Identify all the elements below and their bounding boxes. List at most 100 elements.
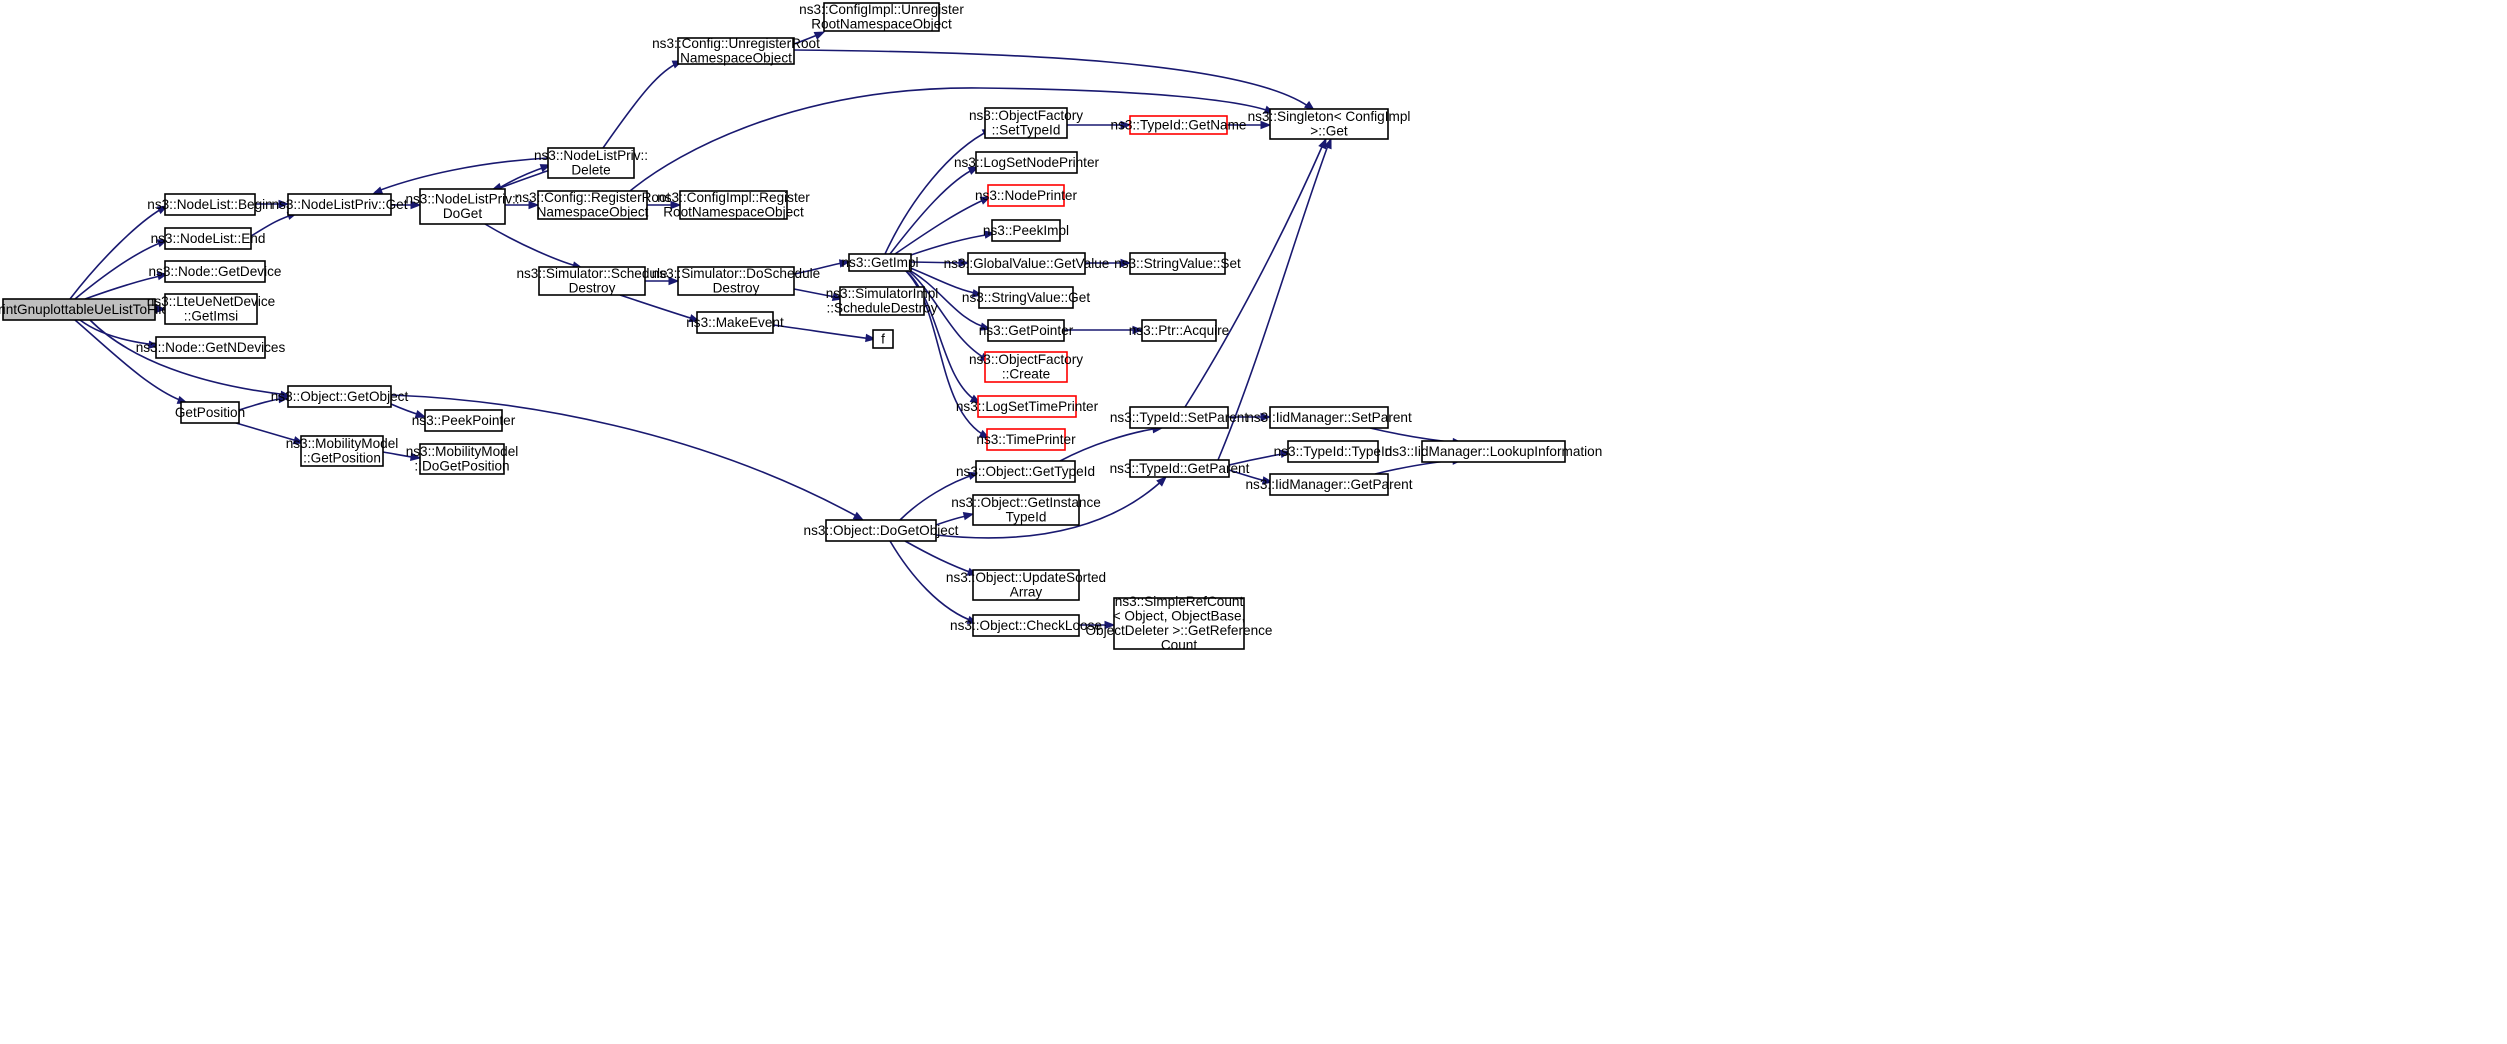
node-label: ::Create xyxy=(1002,367,1050,382)
node-stringvalue-set[interactable]: ns3::StringValue::Set xyxy=(1114,252,1241,275)
edge-line xyxy=(1217,139,1331,461)
node-box xyxy=(424,409,503,432)
arrowhead xyxy=(410,452,422,461)
node-box xyxy=(839,286,925,316)
node-configimpl-unregister[interactable]: ns3::ConfigImpl::UnregisterRootNamespace… xyxy=(799,2,964,32)
node-label: ns3::MobilityModel xyxy=(406,444,519,459)
node-nodelistpriv-doget[interactable]: ns3::NodeListPriv::DoGet xyxy=(405,188,520,225)
node-object-gettypeid[interactable]: ns3::Object::GetTypeId xyxy=(956,460,1095,483)
node-sim-scheduledestroy[interactable]: ns3::Simulator::ScheduleDestroy xyxy=(516,266,668,296)
node-globalvalue-getvalue[interactable]: ns3::GlobalValue::GetValue xyxy=(944,252,1110,275)
node-nodelist-end[interactable]: ns3::NodeList::End xyxy=(151,227,266,250)
node-box xyxy=(986,428,1066,451)
node-label: ::DoGetPosition xyxy=(414,459,509,474)
node-node-getdevice[interactable]: ns3::Node::GetDevice xyxy=(149,260,282,283)
node-label: ns3::StringValue::Get xyxy=(962,290,1090,305)
node-box xyxy=(1129,406,1229,429)
node-typeid-getname[interactable]: ns3::TypeId::GetName xyxy=(1110,115,1247,135)
call-edge-object_dogetobject-to-object_getinstancetypeid xyxy=(935,512,975,526)
node-simimpl-scheduledestroy[interactable]: ns3::SimulatorImpl::ScheduleDestroy xyxy=(826,286,939,316)
node-nodeprinter[interactable]: ns3::NodePrinter xyxy=(975,184,1077,207)
node-simplerefcount[interactable]: ns3::SimpleRefCount< Object, ObjectBase,… xyxy=(1085,594,1272,653)
node-iidmanager-setparent[interactable]: ns3::IidManager::SetParent xyxy=(1246,406,1412,429)
node-mobility-getposition[interactable]: ns3::MobilityModel::GetPosition xyxy=(286,435,399,467)
node-label: ns3::LogSetTimePrinter xyxy=(956,399,1099,414)
node-f[interactable]: f xyxy=(872,329,894,349)
node-stringvalue-get[interactable]: ns3::StringValue::Get xyxy=(962,286,1090,309)
call-edge-object_dogetobject-to-typeid_getparent xyxy=(935,476,1168,539)
node-box xyxy=(677,37,795,65)
node-iidmanager-lookupinformation[interactable]: ns3::IidManager::LookupInformation xyxy=(1385,440,1603,463)
function-nodes: PrintGnuplottableUeListToFile ns3::NodeLi… xyxy=(0,2,1602,653)
node-timeprinter[interactable]: ns3::TimePrinter xyxy=(976,428,1076,451)
node-label: ObjectDeleter >::GetReference xyxy=(1085,623,1272,638)
edge-line xyxy=(772,324,874,340)
node-label: ns3::Config::RegisterRoot xyxy=(515,190,671,205)
node-root: PrintGnuplottableUeListToFile xyxy=(0,298,169,321)
node-node-getndevices[interactable]: ns3::Node::GetNDevices xyxy=(136,336,286,359)
node-logsettimeprinter[interactable]: ns3::LogSetTimePrinter xyxy=(956,395,1099,418)
node-label: ns3::IidManager::GetParent xyxy=(1246,477,1413,492)
node-typeid-typeid[interactable]: ns3::TypeId::TypeId xyxy=(1274,440,1393,463)
call-edge-config_register-to-singleton_get xyxy=(629,87,1276,192)
node-objfactory-settypeid[interactable]: ns3::ObjectFactory::SetTypeId xyxy=(969,107,1083,139)
node-object-dogetobject[interactable]: ns3::Object::DoGetObject xyxy=(804,519,959,542)
arrowhead xyxy=(813,31,826,40)
call-edge-root-to-lteue_getimsi xyxy=(155,304,167,314)
edge-line xyxy=(884,129,991,255)
node-label: ns3::NodeListPriv:: xyxy=(534,148,648,163)
node-lteue-getimsi[interactable]: ns3::LteUeNetDevice::GetImsi xyxy=(147,293,275,325)
call-edge-makeevent-to-f xyxy=(772,324,877,343)
node-getpointer[interactable]: ns3::GetPointer xyxy=(979,319,1074,342)
node-getposition[interactable]: GetPosition xyxy=(175,401,245,424)
node-typeid-setparent[interactable]: ns3::TypeId::SetParent xyxy=(1110,406,1249,429)
node-iidmanager-getparent[interactable]: ns3::IidManager::GetParent xyxy=(1246,473,1413,496)
call-edge-nodelistpriv_doget-to-config_register xyxy=(505,200,540,210)
node-object-getobject[interactable]: ns3::Object::GetObject xyxy=(271,385,409,408)
node-nodelistpriv-delete[interactable]: ns3::NodeListPriv::Delete xyxy=(534,147,648,179)
node-label: ns3::PeekImpl xyxy=(983,223,1069,238)
arrowhead xyxy=(1132,325,1144,335)
node-label: ns3::TypeId::GetName xyxy=(1110,117,1246,132)
node-config-unregister[interactable]: ns3::Config::UnregisterRootNamespaceObje… xyxy=(652,36,820,66)
node-label: ns3::IidManager::SetParent xyxy=(1246,410,1412,425)
node-makeevent[interactable]: ns3::MakeEvent xyxy=(686,311,784,334)
arrowhead xyxy=(278,199,290,209)
node-box xyxy=(287,385,392,408)
node-ptr-acquire[interactable]: ns3::Ptr::Acquire xyxy=(1129,319,1230,342)
node-peekpointer[interactable]: ns3::PeekPointer xyxy=(412,409,516,432)
edge-line xyxy=(1184,139,1326,408)
arrowhead xyxy=(1323,137,1332,150)
node-mobility-dogetposition[interactable]: ns3::MobilityModel::DoGetPosition xyxy=(406,443,519,475)
node-box xyxy=(164,227,252,250)
node-box xyxy=(1287,440,1379,463)
node-label: ns3::PeekPointer xyxy=(412,413,516,428)
node-objfactory-create[interactable]: ns3::ObjectFactory::Create xyxy=(969,351,1083,383)
node-box xyxy=(1129,459,1230,478)
arrowhead xyxy=(414,409,427,419)
node-object-checkloose[interactable]: ns3::Object::CheckLoose xyxy=(950,614,1102,637)
node-label: Count xyxy=(1161,638,1197,653)
arrowhead xyxy=(670,200,682,210)
node-label: NamespaceObject xyxy=(680,51,792,66)
call-edge-objfactory_settypeid-to-typeid_getname xyxy=(1067,120,1132,130)
node-nodelistpriv-get[interactable]: ns3::NodeListPriv::Get xyxy=(272,193,408,216)
node-typeid-getparent[interactable]: ns3::TypeId::GetParent xyxy=(1110,459,1250,478)
arrowhead xyxy=(838,259,851,268)
node-peekimpl[interactable]: ns3::PeekImpl xyxy=(983,219,1069,242)
node-box xyxy=(972,494,1080,526)
arrowhead xyxy=(278,394,290,404)
edge-line xyxy=(602,61,681,149)
node-nodelist-begin[interactable]: ns3::NodeList::Begin xyxy=(147,193,273,216)
node-label: ns3::TypeId::SetParent xyxy=(1110,410,1249,425)
node-label: Delete xyxy=(571,163,610,178)
node-singleton-get[interactable]: ns3::Singleton< ConfigImpl >::Get xyxy=(1248,108,1411,140)
node-logsetnodeprinter[interactable]: ns3::LogSetNodePrinter xyxy=(954,151,1100,174)
call-edge-typeid_getparent-to-singleton_get xyxy=(1217,137,1332,461)
node-getimpl[interactable]: ns3::GetImpl xyxy=(841,253,919,272)
node-configimpl-register[interactable]: ns3::ConfigImpl::RegisterRootNamespaceOb… xyxy=(657,190,810,220)
